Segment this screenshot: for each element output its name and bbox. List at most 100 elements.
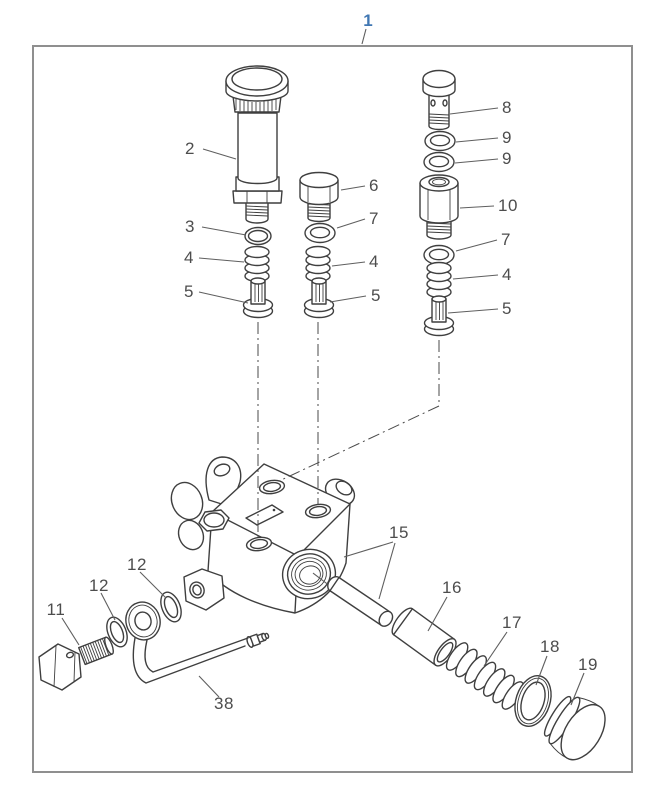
leader-line-15 <box>343 541 396 600</box>
callout-4-left: 4 <box>184 248 245 267</box>
callout-7-middle-label[interactable]: 7 <box>369 209 379 228</box>
part-9-drawing-upper <box>424 130 456 152</box>
leader-line-16 <box>427 596 448 632</box>
callout-1-assembly: 1 <box>361 11 373 45</box>
leader-line-5-right <box>447 308 499 314</box>
callout-18-label[interactable]: 18 <box>540 637 560 656</box>
leader-line-7-middle <box>336 218 366 229</box>
part-5-drawing-middle <box>303 277 335 319</box>
callout-5-left: 5 <box>184 282 249 304</box>
part-19-drawing <box>543 695 606 761</box>
leader-line-19 <box>570 672 585 706</box>
leader-line-38 <box>198 675 220 698</box>
leader-line-12-lower <box>100 592 116 621</box>
callout-4-left-label[interactable]: 4 <box>184 248 194 267</box>
leader-line-18 <box>535 655 548 686</box>
callout-3-label[interactable]: 3 <box>185 217 195 236</box>
diagram-border <box>32 45 633 773</box>
part-4-drawing-right <box>426 261 452 299</box>
callout-1-label[interactable]: 1 <box>363 11 372 30</box>
part-4-drawing-left <box>244 245 270 283</box>
callout-5-middle: 5 <box>329 286 381 305</box>
callout-5-middle-label[interactable]: 5 <box>371 286 381 305</box>
callout-8-label[interactable]: 8 <box>502 98 512 117</box>
callout-16-label[interactable]: 16 <box>442 578 462 597</box>
callout-4-right: 4 <box>452 265 512 284</box>
part-4-drawing-middle <box>305 245 331 283</box>
callout-4-right-label[interactable]: 4 <box>502 265 512 284</box>
callout-7-middle: 7 <box>336 209 379 229</box>
callout-11: 11 <box>47 600 80 646</box>
callout-9-lower: 9 <box>454 149 512 168</box>
axis-line-right <box>276 340 440 483</box>
callout-4-middle: 4 <box>331 252 379 271</box>
leader-line-11 <box>61 617 80 646</box>
callout-7-right-label[interactable]: 7 <box>501 230 511 249</box>
callout-6-label[interactable]: 6 <box>369 176 379 195</box>
leader-line-1 <box>361 28 367 45</box>
leader-line-17 <box>483 631 508 667</box>
callout-2-label[interactable]: 2 <box>185 139 195 158</box>
part-6-drawing <box>299 171 339 223</box>
leader-line-4-right <box>452 274 499 280</box>
part-8-drawing <box>422 69 456 131</box>
callout-9-upper-label[interactable]: 9 <box>502 128 512 147</box>
callout-16: 16 <box>427 578 462 632</box>
part-5-drawing-right <box>423 295 455 337</box>
callout-10-label[interactable]: 10 <box>498 196 518 215</box>
leader-line-5-middle <box>329 295 367 303</box>
part-17-drawing <box>445 642 525 710</box>
callout-17: 17 <box>483 613 522 667</box>
part-16-drawing <box>391 607 457 667</box>
callout-18: 18 <box>535 637 560 686</box>
callout-3: 3 <box>185 217 247 236</box>
part-38-drawing <box>125 601 270 684</box>
part-10-drawing <box>419 174 459 240</box>
pump-body-drawing <box>170 456 356 614</box>
callout-7-right: 7 <box>455 230 511 252</box>
part-18-drawing <box>514 675 552 727</box>
callout-4-middle-label[interactable]: 4 <box>369 252 379 271</box>
leader-line-10 <box>459 205 495 209</box>
callout-6: 6 <box>340 176 379 195</box>
leader-line-9-lower <box>454 158 499 164</box>
leader-line-9-upper <box>455 137 499 143</box>
callout-9-upper: 9 <box>455 128 512 147</box>
callout-38-label[interactable]: 38 <box>214 694 234 713</box>
part-5-drawing-left <box>242 277 274 319</box>
leader-line-8 <box>449 107 499 115</box>
callout-5-right: 5 <box>447 299 512 318</box>
callout-19-label[interactable]: 19 <box>578 655 598 674</box>
part-7-drawing-right <box>423 244 455 266</box>
callout-10: 10 <box>459 196 518 215</box>
callout-5-left-label[interactable]: 5 <box>184 282 194 301</box>
callout-5-right-label[interactable]: 5 <box>502 299 512 318</box>
callout-38: 38 <box>198 675 234 713</box>
part-2-drawing <box>225 65 289 224</box>
callout-12-lower-label[interactable]: 12 <box>89 576 109 595</box>
leader-line-6 <box>340 185 366 191</box>
part-12-drawing-upper <box>156 588 186 626</box>
leader-line-3 <box>201 226 247 236</box>
part-15-drawing <box>327 575 394 627</box>
callout-8: 8 <box>449 98 512 117</box>
leader-line-5-left <box>198 291 249 304</box>
part-7-drawing-middle <box>304 222 336 244</box>
callout-9-lower-label[interactable]: 9 <box>502 149 512 168</box>
callout-12-lower: 12 <box>89 576 116 621</box>
callout-15-label[interactable]: 15 <box>389 523 409 542</box>
callout-15: 15 <box>343 523 409 600</box>
callout-2: 2 <box>185 139 237 160</box>
callout-11-label[interactable]: 11 <box>47 600 66 619</box>
callout-17-label[interactable]: 17 <box>502 613 522 632</box>
callout-12-upper-label[interactable]: 12 <box>127 555 147 574</box>
part-9-drawing-lower <box>423 151 455 173</box>
leader-line-2 <box>202 148 237 160</box>
leader-line-4-left <box>198 257 245 263</box>
part-3-drawing <box>244 226 272 246</box>
callout-12-upper: 12 <box>127 555 167 599</box>
leader-line-7-right <box>455 239 498 252</box>
leader-line-12-upper <box>139 571 167 599</box>
